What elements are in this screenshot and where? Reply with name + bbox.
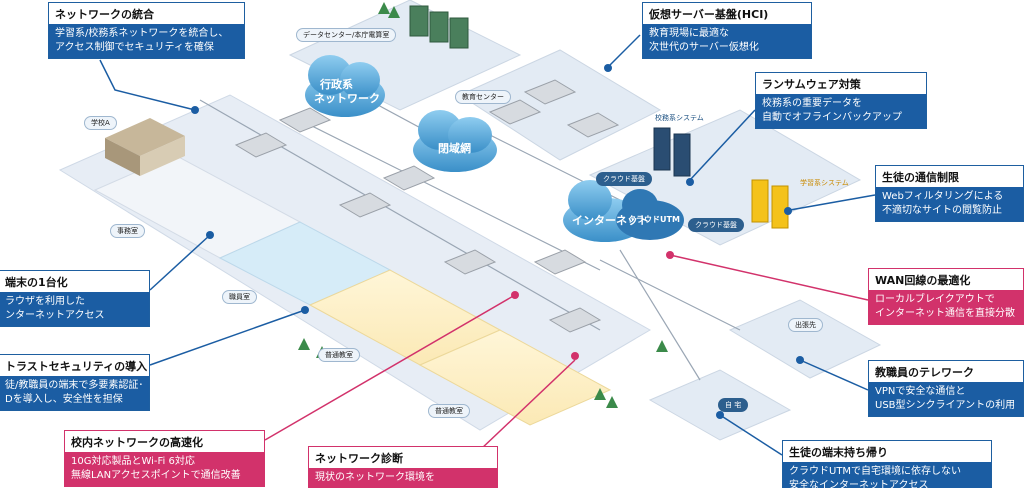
admin-network-cloud-label-2: ネットワーク <box>314 92 380 105</box>
business-trip-platform <box>728 299 882 379</box>
cloud-utm-label: クラウドUTM <box>628 214 680 224</box>
staff-room-label: 職員室 <box>222 290 257 304</box>
admin-server-1 <box>653 127 671 171</box>
switch-6 <box>533 249 587 275</box>
admin-server-2 <box>673 133 691 177</box>
learning-server-2 <box>771 185 789 229</box>
callout-title: ネットワーク診断 <box>315 452 403 465</box>
edu-center-platform <box>458 49 662 161</box>
switch-10 <box>566 112 620 138</box>
callout-body: VPNで安全な通信と USB型シンクライアントの利用 <box>869 382 1023 416</box>
switch-4 <box>382 165 436 191</box>
dc-server-1 <box>409 5 429 37</box>
callout-hci: 仮想サーバー基盤(HCI) 教育現場に最適な 次世代のサーバー仮想化 <box>642 2 812 59</box>
callout-title: 教職員のテレワーク <box>875 366 974 379</box>
dc-server-3 <box>449 17 469 49</box>
callout-body: Webフィルタリングによる 不適切なサイトの閲覧防止 <box>876 187 1023 221</box>
callout-body: 教育現場に最適な 次世代のサーバー仮想化 <box>643 24 811 58</box>
admin-network-cloud-label-1: 行政系 <box>319 77 353 91</box>
business-trip-label: 出張先 <box>788 318 823 332</box>
callout-body: 学習系/校務系ネットワークを統合し、 アクセス制御でセキュリティを確保 <box>49 24 244 58</box>
callout-body: ローカルブレイクアウトで インターネット通信を直接分散 <box>869 290 1023 324</box>
callout-title: 校内ネットワークの高速化 <box>71 436 203 449</box>
school-a-label: 学校A <box>84 116 117 130</box>
callout-lan-speed: 校内ネットワークの高速化 10G対応製品とWi-Fi 6対応 無線LANアクセス… <box>64 430 265 487</box>
switch-9 <box>523 79 577 105</box>
cloud-utm-cloud <box>616 189 684 240</box>
callout-student-limit: 生徒の通信制限 Webフィルタリングによる 不適切なサイトの閲覧防止 <box>875 165 1024 222</box>
school-a-building <box>105 118 185 176</box>
office-label: 事務室 <box>110 224 145 238</box>
callout-title: WAN回線の最適化 <box>875 274 971 287</box>
callout-title: ネットワークの統合 <box>55 8 154 21</box>
datacenter-label: データセンター/本庁電算室 <box>296 28 397 42</box>
callout-title: 端末の1台化 <box>5 276 68 289</box>
callout-ransomware: ランサムウェア対策 校務系の重要データを 自動でオフラインバックアップ <box>755 72 927 129</box>
callout-title: 生徒の通信制限 <box>882 171 959 184</box>
classroom-2-label: 普通教室 <box>428 404 470 418</box>
callout-zero-trust: トラストセキュリティの導入 徒/教職員の端末で多要素認証･ Dを導入し、安全性を… <box>0 354 150 411</box>
cloud-base-1-label: クラウド基盤 <box>596 172 652 186</box>
callout-take-home: 生徒の端末持ち帰り クラウドUTMで自宅環境に依存しない 安全なインターネットア… <box>782 440 992 488</box>
dc-server-2 <box>429 11 449 43</box>
callout-title: 生徒の端末持ち帰り <box>789 446 888 459</box>
closed-network-cloud <box>413 110 497 172</box>
switch-1 <box>278 107 332 133</box>
learning-server-1 <box>751 179 769 223</box>
admin-network-cloud <box>305 55 385 117</box>
callout-wan: WAN回線の最適化 ローカルブレイクアウトで インターネット通信を直接分散 <box>868 268 1024 325</box>
switch-5 <box>443 249 497 275</box>
edu-center-label: 教育センター <box>455 90 511 104</box>
callout-body: ラウザを利用した ンターネットアクセス <box>0 292 149 326</box>
callout-diagnosis: ネットワーク診断 現状のネットワーク環境を <box>308 446 498 488</box>
callout-title: トラストセキュリティの導入 <box>5 360 148 373</box>
callout-body: 校務系の重要データを 自動でオフラインバックアップ <box>756 94 926 128</box>
internet-cloud-label: インターネット <box>572 214 649 227</box>
callout-title: ランサムウェア対策 <box>762 78 861 91</box>
switch-7 <box>548 307 602 333</box>
switch-3 <box>338 192 392 218</box>
callout-body: 10G対応製品とWi-Fi 6対応 無線LANアクセスポイントで通信改善 <box>65 452 264 486</box>
callout-body: 徒/教職員の端末で多要素認証･ Dを導入し、安全性を担保 <box>0 376 149 410</box>
closed-network-cloud-label: 閉域網 <box>438 141 471 155</box>
cloud-base-2-label: クラウド基盤 <box>688 218 744 232</box>
classroom-2-floor <box>418 329 612 426</box>
learning-system-label: 学習系システム <box>800 179 849 187</box>
callout-title: 仮想サーバー基盤(HCI) <box>649 8 769 21</box>
switch-2 <box>234 132 288 158</box>
callout-device-unify: 端末の1台化 ラウザを利用した ンターネットアクセス <box>0 270 150 327</box>
callout-network-integration: ネットワークの統合 学習系/校務系ネットワークを統合し、 アクセス制御でセキュリ… <box>48 2 245 59</box>
callout-body: クラウドUTMで自宅環境に依存しない 安全なインターネットアクセス <box>783 462 991 488</box>
admin-system-label: 校務系システム <box>655 114 704 122</box>
callout-telework: 教職員のテレワーク VPNで安全な通信と USB型シンクライアントの利用 <box>868 360 1024 417</box>
classroom-1-label: 普通教室 <box>318 348 360 362</box>
switch-8 <box>488 99 542 125</box>
callout-body: 現状のネットワーク環境を <box>309 468 497 488</box>
home-label: 自 宅 <box>718 398 749 412</box>
